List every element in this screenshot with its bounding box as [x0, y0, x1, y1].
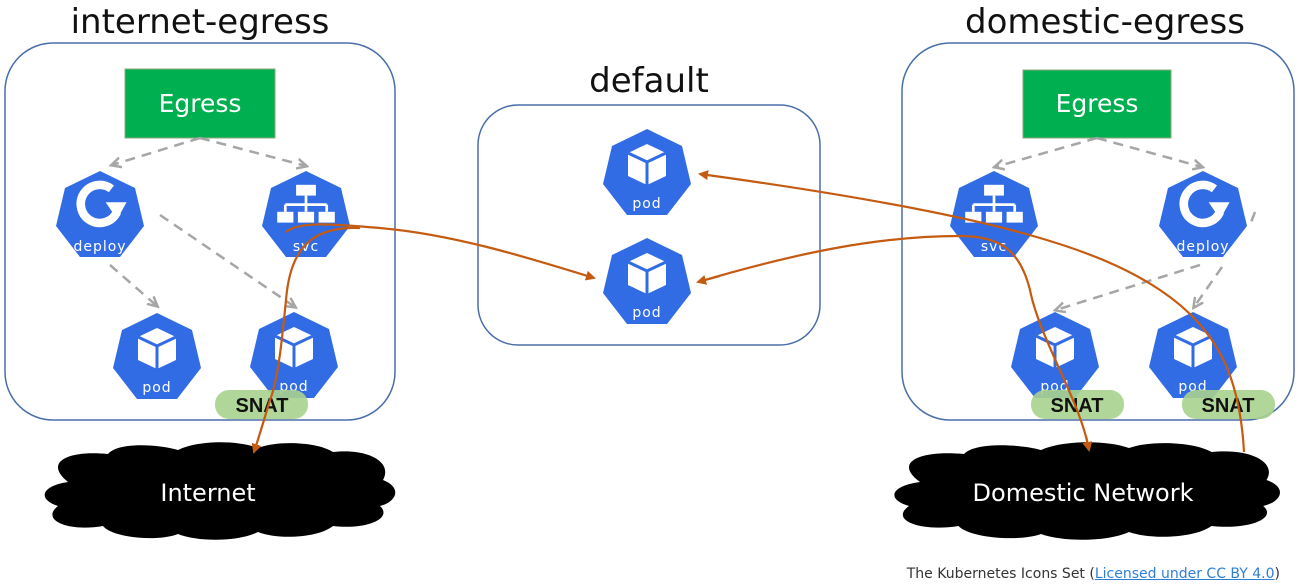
snat-badge: SNAT [1031, 390, 1124, 419]
dashed-arrow [109, 264, 157, 306]
cloud-icon: Domestic Network [894, 442, 1280, 540]
domestic-network-label: Domestic Network [973, 479, 1194, 507]
license-link[interactable]: Licensed under CC BY 4.0 [1094, 566, 1275, 582]
namespace-title: domestic-egress [965, 2, 1245, 42]
flow-arrow [698, 170, 1246, 453]
pod-icon[interactable]: pod [1011, 312, 1099, 398]
namespace-title: default [589, 61, 709, 101]
namespace-internet-egress: internet-egress Egress deploy svc pod [4, 2, 396, 421]
pod-label: pod [632, 196, 661, 212]
flow-arrow-head [1082, 435, 1093, 452]
dashed-arrow [995, 136, 1098, 167]
flow-arrow [697, 234, 1091, 451]
flow-arrow [285, 223, 596, 281]
egress-label: Egress [159, 89, 242, 118]
deploy-icon[interactable]: deploy [56, 171, 144, 257]
traffic-flows [251, 170, 1246, 454]
svc-icon[interactable]: svc [950, 171, 1038, 257]
pod-label: pod [632, 305, 661, 321]
namespace-boundary [901, 42, 1295, 421]
pod-icon[interactable]: pod [603, 238, 691, 324]
dashed-arrow [1056, 263, 1201, 310]
dashed-arrow [199, 136, 306, 166]
namespace-default: default pod pod [477, 61, 821, 346]
dashed-arrow [159, 213, 295, 307]
ownership-arrows [995, 136, 1257, 310]
dashed-arrow [1096, 136, 1202, 167]
cloud-icon: Internet [44, 442, 396, 540]
pod-label: pod [142, 380, 171, 396]
egress-resource[interactable]: Egress [1022, 69, 1172, 139]
pod-icon[interactable]: pod [250, 312, 338, 398]
ownership-arrows [109, 136, 306, 307]
flow-arrow-head [696, 274, 721, 285]
snat-label: SNAT [1202, 395, 1255, 417]
internet-label: Internet [160, 479, 255, 507]
snat-label: SNAT [236, 395, 289, 417]
namespace-domestic-egress: domestic-egress Egress svc deploy pod [901, 2, 1295, 421]
pod-icon[interactable]: pod [1149, 312, 1237, 398]
credit-prefix: The Kubernetes Icons Set ( [906, 566, 1095, 582]
deploy-label: deploy [73, 239, 126, 255]
pod-icon[interactable]: pod [603, 129, 691, 215]
dashed-arrow [112, 136, 201, 165]
flow-arrow [251, 226, 361, 454]
dashed-arrow [1194, 266, 1224, 307]
snat-label: SNAT [1051, 395, 1104, 417]
egress-resource[interactable]: Egress [124, 68, 276, 139]
svc-label: svc [293, 239, 319, 255]
pod-icon[interactable]: pod [113, 313, 201, 399]
deploy-icon[interactable]: deploy [1159, 171, 1247, 257]
snat-badge: SNAT [215, 390, 308, 419]
namespace-boundary [4, 42, 396, 421]
egress-label: Egress [1056, 89, 1139, 118]
credit-suffix: ) [1274, 566, 1280, 582]
deploy-label: deploy [1176, 239, 1229, 255]
namespace-title: internet-egress [71, 2, 330, 42]
dashed-arrow [1248, 211, 1257, 226]
namespace-boundary [477, 104, 821, 346]
snat-badge: SNAT [1182, 390, 1275, 419]
license-credit: The Kubernetes Icons Set (Licensed under… [907, 566, 1280, 582]
